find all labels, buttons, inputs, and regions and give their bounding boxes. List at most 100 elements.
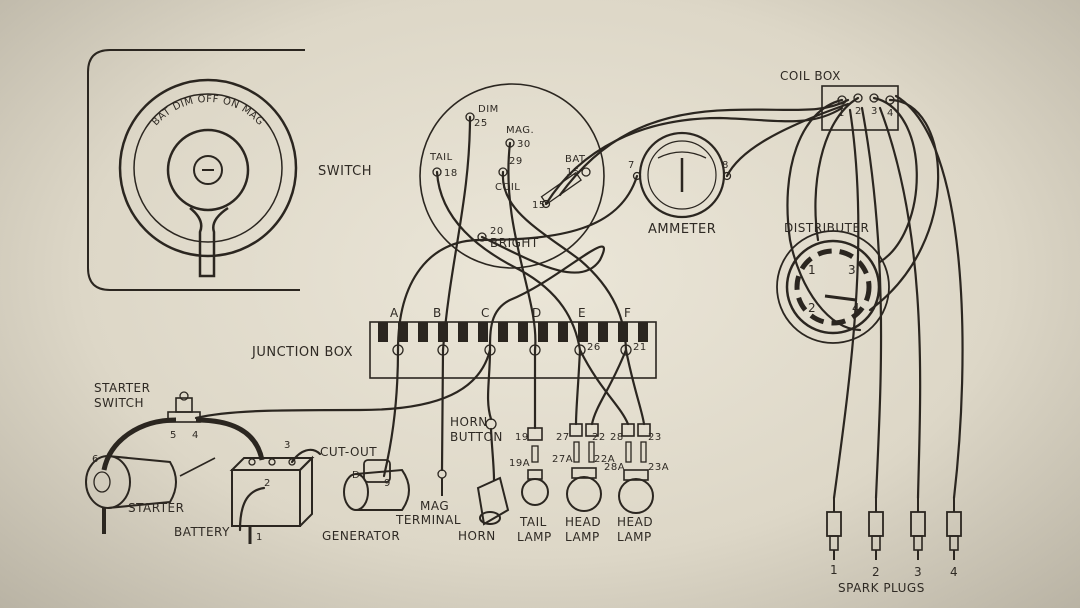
head-lamp-2-label-1: HEAD bbox=[617, 515, 653, 529]
battery-cap-1 bbox=[248, 458, 256, 466]
dist-term-3-label: 3 bbox=[848, 263, 856, 277]
ignition-switch: BAT DIM OFF ON MAG SWITCH bbox=[87, 49, 372, 291]
tail-label: TAIL bbox=[429, 152, 453, 163]
wire-ammeter-to-a bbox=[396, 174, 639, 352]
coil-term-3-label: 3 bbox=[871, 106, 878, 117]
hl2-28a-label: 28A bbox=[604, 462, 625, 473]
head-lamp-1-label-2: LAMP bbox=[565, 530, 600, 544]
spark-plugs: 1 2 3 4 SPARK PLUGS bbox=[826, 498, 962, 595]
ammeter-label: AMMETER bbox=[648, 222, 716, 237]
starter-body bbox=[107, 455, 177, 509]
generator-body bbox=[355, 468, 410, 511]
ammeter: 7 8 AMMETER bbox=[628, 131, 732, 237]
plug-4-label: 4 bbox=[950, 565, 958, 579]
spark-plugs-label: SPARK PLUGS bbox=[838, 581, 925, 595]
jb-letter-c: C bbox=[481, 306, 490, 320]
wire-e-to-hl2 bbox=[578, 348, 630, 426]
terminal-15 bbox=[541, 199, 551, 209]
wire-battery-2 bbox=[238, 486, 266, 532]
coil-label: COIL bbox=[495, 182, 520, 193]
coil-term-4-label: 4 bbox=[887, 108, 894, 119]
switch-key-hole bbox=[193, 155, 223, 185]
spark-plug-1 bbox=[826, 498, 842, 560]
distributer-contacts bbox=[794, 248, 872, 326]
horn-button-label-1: HORN bbox=[450, 415, 488, 429]
switch-lever bbox=[189, 206, 229, 278]
hl2-connector-a bbox=[625, 441, 632, 463]
hl1-connector-a bbox=[573, 441, 580, 463]
distributer-cap bbox=[785, 239, 881, 335]
wire-coil3-dist bbox=[872, 96, 918, 264]
wire-c-to-horn-button bbox=[486, 348, 493, 421]
ammeter-terminal-8 bbox=[722, 171, 732, 181]
plug-1-label: 1 bbox=[830, 563, 838, 577]
mag-label: MAG. bbox=[506, 125, 534, 136]
wire-battery-3 bbox=[290, 448, 322, 464]
coil-term-2 bbox=[853, 93, 863, 103]
control-plate-circle bbox=[419, 83, 605, 269]
horn-bell bbox=[476, 476, 510, 526]
dim-label: DIM bbox=[478, 104, 499, 115]
junction-box-pins bbox=[378, 322, 648, 342]
battery-body bbox=[231, 469, 301, 527]
head-lamp-1: 27 22 27A 22A HEAD LAMP bbox=[552, 423, 615, 544]
horn-label: HORN bbox=[458, 529, 496, 543]
wire-plug-2 bbox=[860, 106, 883, 500]
switch-panel-outline bbox=[87, 49, 305, 291]
starter-hub bbox=[93, 471, 111, 493]
distributer: DISTRIBUTER 1 3 2 4 bbox=[776, 221, 890, 344]
ammeter-terminal-7 bbox=[632, 171, 642, 181]
horn-mouth bbox=[479, 511, 501, 525]
distributer-housing bbox=[776, 230, 890, 344]
cable-starter-switch-to-battery bbox=[195, 417, 265, 461]
dist-term-1-label: 1 bbox=[808, 263, 816, 277]
battery-label: BATTERY bbox=[174, 525, 230, 539]
jb-num-21: 21 bbox=[633, 342, 647, 353]
bat-terminal bbox=[581, 167, 591, 177]
wire-horn-button-to-horn bbox=[489, 427, 496, 482]
jb-letter-e: E bbox=[578, 306, 586, 320]
wire-e-to-hl1 bbox=[574, 348, 582, 426]
starter-switch-label-1: STARTER bbox=[94, 381, 150, 395]
battery-cap-3 bbox=[288, 458, 296, 466]
switch-label: SWITCH bbox=[318, 164, 372, 179]
switch-dial bbox=[166, 128, 250, 212]
bright-number: 20 bbox=[490, 226, 504, 237]
terminal-15-label: 15 bbox=[532, 200, 546, 211]
gen-9-label: 9 bbox=[384, 478, 391, 489]
gen-d-label: D bbox=[352, 470, 360, 481]
wire-plug-3 bbox=[878, 106, 922, 500]
coil-term-2-label: 2 bbox=[855, 106, 862, 117]
jb-num-26: 26 bbox=[587, 342, 601, 353]
wire-tail-to-e bbox=[435, 170, 582, 352]
tail-lamp-socket bbox=[527, 427, 543, 441]
tail-lamp-connector bbox=[531, 445, 539, 463]
starter-6-label: 6 bbox=[92, 454, 99, 465]
tail-lamp-label-2: LAMP bbox=[517, 530, 552, 544]
starter-label: STARTER bbox=[128, 501, 184, 515]
hl1-22a-label: 22A bbox=[594, 454, 615, 465]
horn-button-label-2: BUTTON bbox=[450, 430, 503, 444]
mag-terminal-post bbox=[437, 469, 447, 479]
starter-switch-button bbox=[179, 391, 189, 401]
tail-lamp-bulb bbox=[521, 478, 549, 506]
tail-number: 18 bbox=[444, 168, 458, 179]
jb-letter-b: B bbox=[433, 306, 442, 320]
hl2-socket-28 bbox=[621, 423, 635, 437]
hl2-28-label: 28 bbox=[610, 432, 624, 443]
starter-switch-label-2: SWITCH bbox=[94, 396, 144, 410]
ammeter-7-label: 7 bbox=[628, 160, 635, 171]
hl2-bulb bbox=[618, 478, 654, 514]
tail-lamp-base bbox=[527, 469, 543, 480]
wire-15-to-coil-box bbox=[544, 106, 844, 206]
ss-4-label: 4 bbox=[192, 430, 199, 441]
coil-number: 29 bbox=[509, 156, 523, 167]
ss-5-label: 5 bbox=[170, 430, 177, 441]
hl1-bulb bbox=[566, 476, 602, 512]
wire-ammeter-to-coil-box bbox=[725, 102, 850, 178]
wire-f-to-hl1 bbox=[590, 348, 628, 426]
cut-out-label: CUT-OUT bbox=[320, 445, 377, 459]
wire-coil1-dist bbox=[786, 98, 862, 332]
wire-bat-to-coil-box bbox=[558, 98, 850, 197]
